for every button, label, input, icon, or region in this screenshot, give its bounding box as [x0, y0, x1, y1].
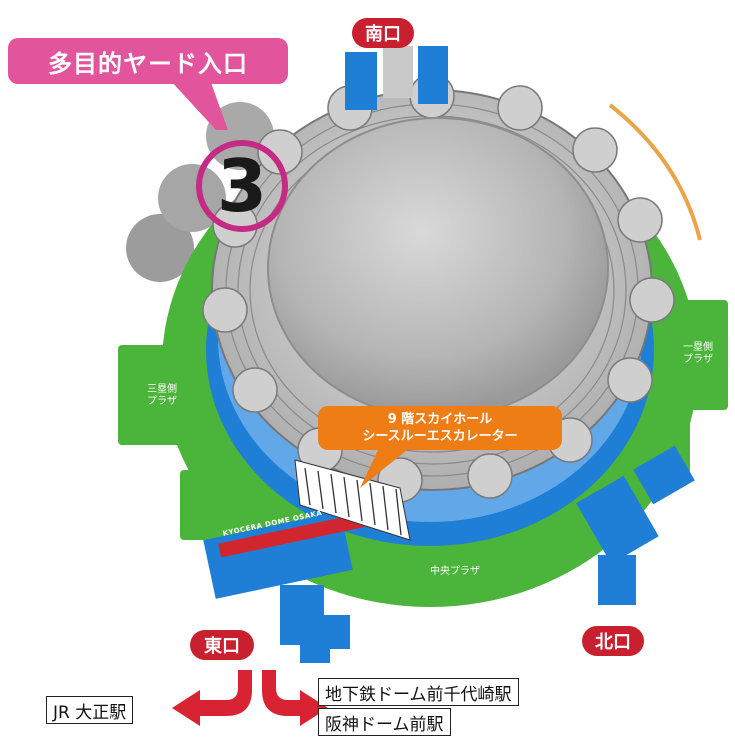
south-stairs: [345, 46, 448, 110]
center-plaza-label: 中央プラザ: [430, 566, 480, 577]
escalator-pointer: [360, 446, 412, 488]
third-base-plaza-label: 三塁側 プラザ: [147, 384, 177, 407]
escalator-callout: 9 階スカイホール シースルーエスカレーター: [318, 406, 562, 450]
east-gate-label: 東口: [190, 630, 254, 660]
escalator-callout-line1: 9 階スカイホール: [387, 412, 493, 427]
gate-number-3: 3: [196, 140, 288, 232]
jr-station-label: JR 大正駅: [46, 696, 134, 724]
hanshin-station-label: 阪神ドーム前駅: [318, 708, 451, 736]
banner-strip: [218, 512, 368, 558]
first-base-plaza-label: 一塁側 プラザ: [683, 342, 713, 365]
arc-line: [608, 103, 702, 241]
north-gate-label: 北口: [582, 626, 644, 656]
tree-shape: [126, 214, 194, 282]
subway-station-label: 地下鉄ドーム前千代崎駅: [318, 678, 519, 706]
north-stairs: [576, 445, 695, 605]
east-arrows: [172, 670, 328, 726]
yard-entrance-callout: 多目的ヤード入口: [8, 38, 288, 84]
callout-pointer: [170, 80, 228, 130]
south-gate-label: 南口: [352, 18, 414, 48]
escalator-callout-line2: シースルーエスカレーター: [362, 429, 518, 444]
dome-roof: [267, 117, 609, 419]
